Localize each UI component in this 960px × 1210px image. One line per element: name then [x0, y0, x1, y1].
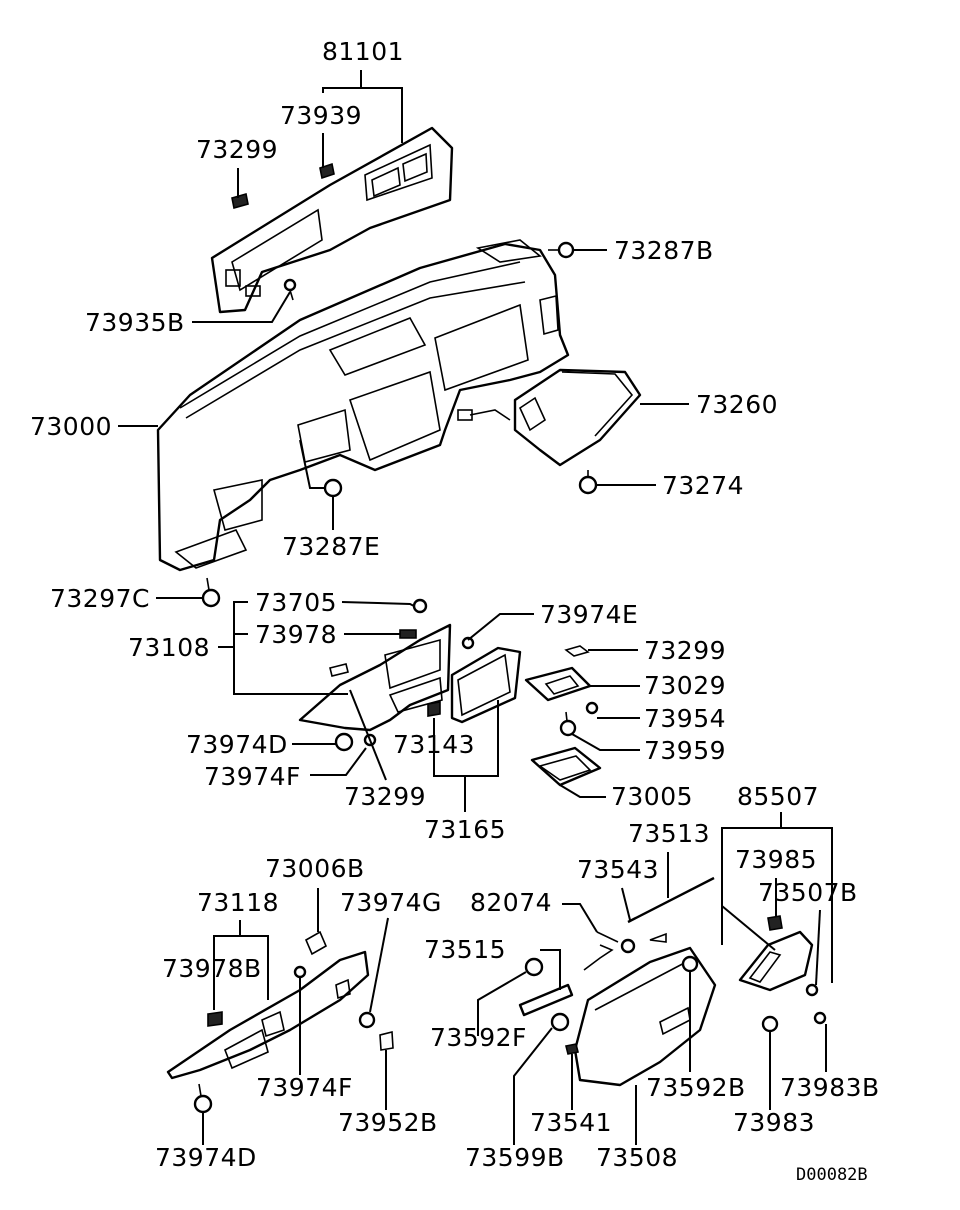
label-73974D-mid: 73974D	[186, 730, 288, 759]
latch-73515	[518, 983, 574, 1017]
bolt-73297C	[201, 577, 221, 608]
label-73029: 73029	[644, 671, 726, 700]
instrument-panel-73000	[156, 239, 570, 572]
label-73000: 73000	[30, 412, 112, 441]
label-73939: 73939	[280, 101, 362, 130]
bolt-73974D-low	[193, 1083, 213, 1114]
bolt-73287E	[323, 478, 343, 498]
label-73983B: 73983B	[780, 1073, 880, 1102]
label-73541: 73541	[530, 1108, 612, 1137]
screw-73954	[585, 701, 599, 715]
label-73705: 73705	[255, 588, 337, 617]
label-73299-mid: 73299	[644, 636, 726, 665]
bezel-73165	[450, 646, 522, 724]
label-73974D-low: 73974D	[155, 1143, 257, 1172]
screw-73974E	[461, 636, 475, 650]
clip-73143	[427, 701, 441, 717]
label-73299-top: 73299	[196, 135, 278, 164]
bulb-73705	[412, 598, 428, 614]
bolt-73592F	[524, 957, 544, 977]
label-73935B: 73935B	[85, 308, 185, 337]
clip-73985	[767, 915, 783, 931]
label-73952B: 73952B	[338, 1108, 438, 1137]
screw-73507B	[805, 983, 819, 997]
part-labels: 81101 73939 73299 73287B 73935B 73000 73…	[30, 37, 880, 1185]
label-73507B: 73507B	[758, 878, 858, 907]
label-73959: 73959	[644, 736, 726, 765]
glove-box-73508	[573, 946, 717, 1087]
bolt-73983	[761, 1015, 779, 1033]
label-73985: 73985	[735, 845, 817, 874]
bolt-73274	[578, 470, 598, 495]
leader-lines	[118, 70, 833, 1145]
box-73005	[530, 746, 602, 787]
label-73599B: 73599B	[465, 1143, 565, 1172]
clip-73299-mid	[564, 645, 590, 657]
bolt-73599B	[550, 1012, 570, 1032]
label-73974E: 73974E	[540, 600, 638, 629]
clip-73541	[565, 1043, 579, 1055]
label-73260: 73260	[696, 390, 778, 419]
bolt-73287B	[548, 241, 575, 259]
screw-73974F-low	[293, 965, 307, 979]
harness-73978	[399, 629, 417, 639]
label-73143: 73143	[393, 730, 475, 759]
bolt-73974G	[358, 1011, 376, 1029]
label-73006B: 73006B	[265, 854, 365, 883]
tray-73029	[524, 666, 592, 702]
screw-73983B	[813, 1011, 827, 1025]
label-73287B: 73287B	[614, 236, 714, 265]
label-81101: 81101	[322, 37, 404, 66]
bolt-73974D-mid	[334, 732, 354, 752]
label-73592B: 73592B	[646, 1073, 746, 1102]
label-85507: 85507	[737, 782, 819, 811]
label-73287E: 73287E	[282, 532, 380, 561]
label-73974F-mid: 73974F	[204, 762, 301, 791]
label-73513: 73513	[628, 819, 710, 848]
label-82074: 82074	[470, 888, 552, 917]
label-73297C: 73297C	[50, 584, 150, 613]
label-73954: 73954	[644, 704, 726, 733]
label-73543: 73543	[577, 855, 659, 884]
label-73515: 73515	[424, 935, 506, 964]
duct-85507	[738, 930, 814, 992]
label-73274: 73274	[662, 471, 744, 500]
screw-73935B	[283, 278, 297, 301]
center-panel-73108	[298, 623, 452, 732]
label-73974F-low: 73974F	[256, 1073, 353, 1102]
label-73978B: 73978B	[162, 954, 262, 983]
clip-73952B	[379, 1030, 394, 1051]
rod-73513	[627, 876, 715, 924]
clip-73978B	[207, 1011, 223, 1027]
label-73508: 73508	[596, 1143, 678, 1172]
bolt-73959	[559, 711, 577, 737]
clip-73299-top	[231, 192, 249, 210]
clip-73006B	[304, 930, 328, 956]
bolt-73592B	[681, 955, 699, 973]
label-73118: 73118	[197, 888, 279, 917]
cable-73543	[649, 932, 667, 943]
cluster-panel-81101	[210, 126, 454, 314]
label-73005: 73005	[611, 782, 693, 811]
label-73983: 73983	[733, 1108, 815, 1137]
label-73108: 73108	[128, 633, 210, 662]
diagram-code: D00082B	[796, 1165, 868, 1185]
lock-82074	[583, 931, 636, 971]
airbag-module-73260	[457, 368, 642, 467]
label-73299-low: 73299	[344, 782, 426, 811]
label-73974G: 73974G	[340, 888, 442, 917]
lower-cover-73118	[166, 950, 370, 1080]
label-73592F: 73592F	[430, 1023, 527, 1052]
label-73165: 73165	[424, 815, 506, 844]
label-73978: 73978	[255, 620, 337, 649]
